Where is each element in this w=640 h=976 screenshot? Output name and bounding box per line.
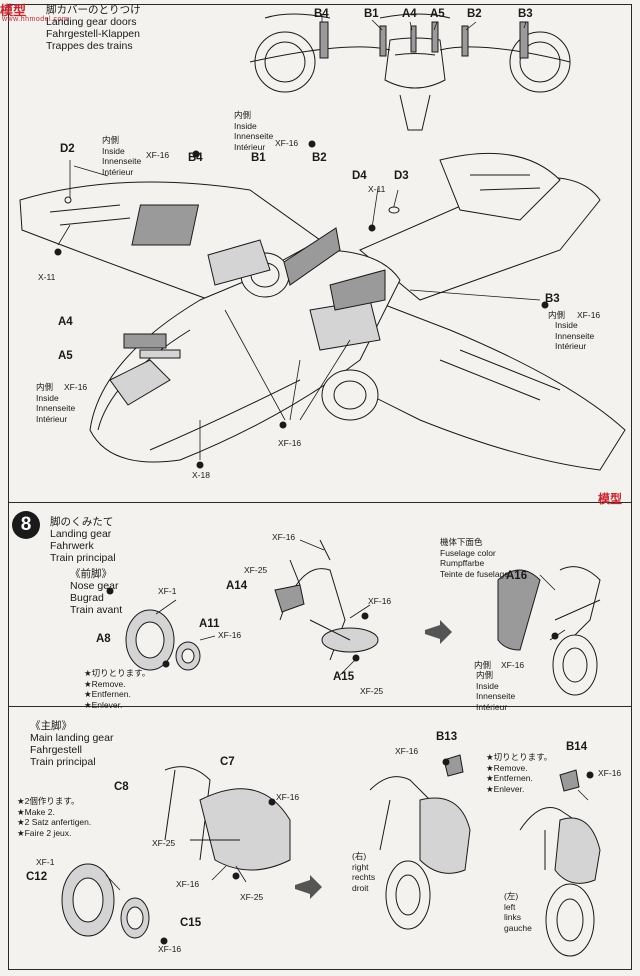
page-frame [8, 4, 632, 970]
inside-note-a: 内側 Inside Innenseite Intérieur [36, 382, 76, 424]
paint-code-xf16-b3: XF-16 [577, 310, 601, 320]
inside-note-b3-jp: 内側 [548, 310, 566, 320]
paint-code-x18: X-18 [192, 470, 210, 480]
watermark-side: 模型 [598, 492, 623, 506]
part-b4-label: B4 [188, 152, 203, 164]
section-divider-1 [8, 502, 632, 503]
paint-code-xf16-gear: XF-16 [278, 438, 302, 448]
make-two-note: ★2個作ります。 ★Make 2. ★2 Satz anfertigen. ★F… [17, 796, 92, 838]
paint-code-xf16-strut: XF-16 [368, 596, 392, 606]
paint-code-xf16-b1: XF-16 [275, 138, 299, 148]
part-c12-label: C12 [26, 871, 48, 883]
paint-code-x11-d4: X-11 [368, 184, 386, 194]
row-label-a4: A4 [402, 8, 417, 20]
inside-note-b3: Inside Innenseite Intérieur [555, 320, 595, 351]
row-label-a5: A5 [430, 8, 445, 20]
paint-code-xf25-main: XF-25 [152, 838, 176, 848]
paint-code-xf16-a11: XF-16 [218, 630, 242, 640]
paint-markers [54, 140, 594, 945]
paint-code-xf16-b13: XF-16 [395, 746, 419, 756]
watermark-url: www.hhmodel.com [2, 16, 69, 23]
paint-code-xf16-c15: XF-16 [158, 944, 182, 954]
watermark-logo: 模型 [0, 3, 27, 18]
part-c8-label: C8 [114, 781, 129, 793]
remove-note-nose: ★切りとります。 ★Remove. ★Entfernen. ★Enlever. [84, 668, 151, 710]
inside-note-a16: 内側 Inside Innenseite Intérieur [476, 670, 516, 712]
remove-note-main: ★切りとります。 ★Remove. ★Entfernen. ★Enlever. [486, 752, 553, 794]
paint-code-xf16-c7: XF-16 [276, 792, 300, 802]
part-a8-label: A8 [96, 633, 111, 645]
nose-gear-heading: 《前脚》 Nose gear Bugrad Train avant [70, 568, 123, 616]
part-a4-label: A4 [58, 316, 73, 328]
nose-gear-drawing [125, 539, 601, 696]
part-b2-label: B2 [312, 152, 327, 164]
part-b13-label: B13 [436, 731, 458, 743]
part-a11-label: A11 [199, 618, 220, 630]
paint-code-xf16-a16: XF-16 [501, 660, 525, 670]
main-gear-drawing [61, 754, 601, 957]
step8-title: 脚のくみたて Landing gear Fahrwerk Train princ… [50, 516, 116, 564]
paint-code-xf16-b14: XF-16 [598, 768, 622, 778]
paint-code-xf25-strut: XF-25 [240, 892, 264, 902]
part-a15-label: A15 [333, 671, 355, 683]
row-label-b2: B2 [467, 8, 482, 20]
paint-code-xf16-b4: XF-16 [146, 150, 170, 160]
right-gear-label: (右) right rechts droit [352, 851, 376, 893]
section-divider-2 [8, 706, 632, 707]
inside-note-b4: 内側 Inside Innenseite Intérieur [102, 135, 142, 177]
part-c7-label: C7 [220, 756, 235, 768]
part-b3-label: B3 [545, 293, 560, 305]
row-label-b3: B3 [518, 8, 533, 20]
aircraft-underside-drawing [19, 152, 626, 471]
front-view-drawing [249, 13, 571, 131]
paint-code-xf25-a15: XF-25 [360, 686, 384, 696]
paint-code-xf16-a: XF-16 [64, 382, 88, 392]
part-a14-label: A14 [226, 580, 248, 592]
part-c15-label: C15 [180, 917, 202, 929]
fuselage-color-note: 機体下面色 Fuselage color Rumpffarbe Teinte d… [440, 537, 509, 579]
part-d3-label: D3 [394, 170, 409, 182]
inside-note-b1: 内側 Inside Innenseite Intérieur [234, 110, 274, 152]
paint-code-xf1-main: XF-1 [36, 857, 55, 867]
top-section-title: 脚カバーのとりつけ Landing gear doors Fahrgestell… [46, 4, 141, 52]
part-b1-label: B1 [251, 152, 266, 164]
paint-code-x11-d2: X-11 [38, 272, 56, 282]
part-a5-label: A5 [58, 350, 73, 362]
part-a16-label: A16 [506, 570, 528, 582]
part-d2-label: D2 [60, 143, 75, 155]
paint-code-xf16-c8: XF-16 [176, 879, 200, 889]
step-number: 8 [12, 511, 40, 539]
main-gear-heading: 《主脚》 Main landing gear Fahrgestell Train… [30, 720, 114, 768]
left-gear-label: (左) left links gauche [504, 891, 532, 933]
part-d4-label: D4 [352, 170, 367, 182]
row-label-b1: B1 [364, 8, 379, 20]
paint-code-xf25-a14: XF-25 [244, 565, 268, 575]
row-label-b4: B4 [314, 8, 329, 20]
paint-code-xf1-nose: XF-1 [158, 586, 177, 596]
part-b14-label: B14 [566, 741, 588, 753]
inside-note-a16-jp: 内側 [474, 660, 492, 670]
paint-code-xf16-top: XF-16 [272, 532, 296, 542]
